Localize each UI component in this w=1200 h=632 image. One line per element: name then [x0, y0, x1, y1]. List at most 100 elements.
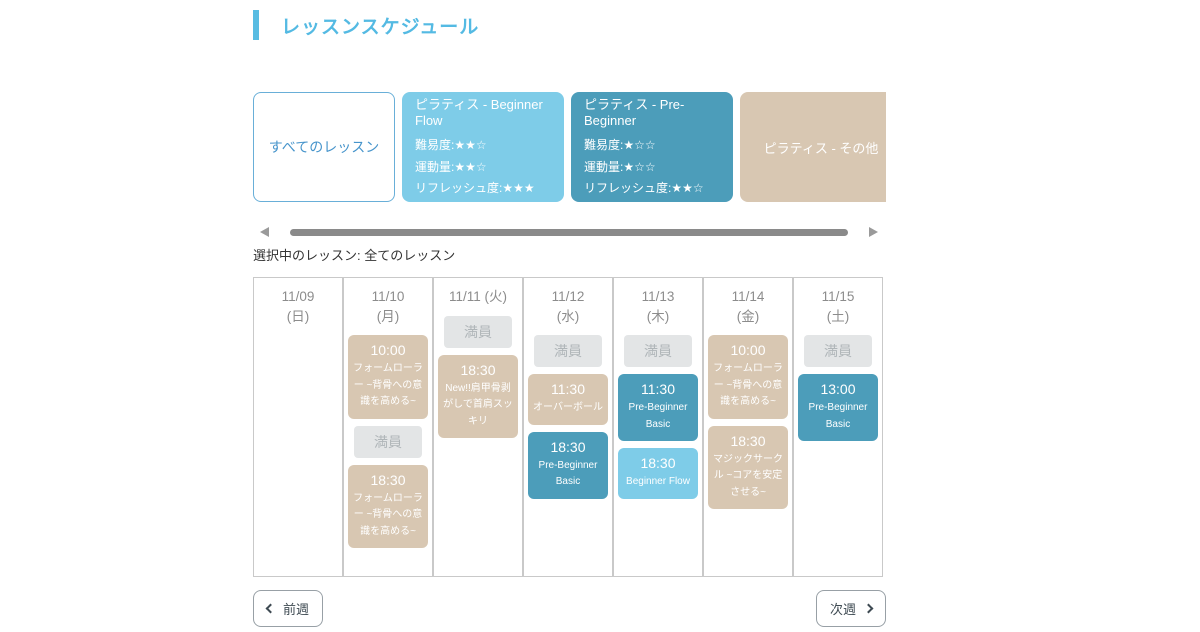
- full-badge: 満員: [444, 315, 512, 348]
- scroll-left-arrow-icon[interactable]: [260, 227, 269, 237]
- day-events: 10:00 フォームローラー ~背骨への意識を高める~ 18:30 マジックサー…: [704, 335, 792, 510]
- lesson-time: 18:30: [370, 471, 406, 488]
- day-header: 11/13 (木): [642, 287, 675, 326]
- day-header: 11/12 (水): [552, 287, 585, 326]
- day-header: 11/11 (火): [449, 287, 507, 307]
- lesson-title: フォームローラー ~背骨への意識を高める~: [353, 492, 423, 537]
- day-of-week: (月): [376, 308, 400, 324]
- day-events: 満員 11:30 オーバーボール 18:30 Pre-Beginner Basi…: [524, 335, 612, 499]
- day-column-fri: 11/14 (金) 10:00 フォームローラー ~背骨への意識を高める~ 18…: [703, 277, 793, 577]
- day-column-wed: 11/12 (水) 満員 11:30 オーバーボール 18:30 Pre-Beg…: [523, 277, 613, 577]
- day-column-thu: 11/13 (木) 満員 11:30 Pre-Beginner Basic 18…: [613, 277, 703, 577]
- lesson-card[interactable]: 10:00 フォームローラー ~背骨への意識を高める~: [348, 335, 428, 419]
- scroll-right-arrow-icon[interactable]: [869, 227, 878, 237]
- refresh-rating: リフレッシュ度:★★★: [415, 181, 535, 196]
- lesson-time: 18:30: [730, 432, 766, 449]
- week-nav-row: 前週 次週: [253, 590, 886, 627]
- day-events: 満員 18:30 New!!肩甲骨剥がしで首肩スッキリ: [434, 315, 522, 439]
- lesson-filter-carousel: すべてのレッスン ピラティス - Beginner Flow 難易度:★★☆ 運…: [253, 92, 886, 202]
- filter-card-title: ピラティス - Pre-Beginner: [584, 97, 685, 129]
- lesson-card[interactable]: 18:30 マジックサークル ~コアを安定させる~: [708, 425, 788, 510]
- filter-all-lessons[interactable]: すべてのレッスン: [253, 92, 395, 202]
- lesson-time: 18:30: [460, 361, 496, 378]
- intensity-rating: 運動量:★☆☆: [584, 159, 656, 174]
- day-column-tue: 11/11 (火) 満員 18:30 New!!肩甲骨剥がしで首肩スッキリ: [433, 277, 523, 577]
- day-date: 11/10: [371, 289, 405, 304]
- lesson-title: Pre-Beginner Basic: [628, 402, 688, 430]
- full-badge: 満員: [354, 425, 422, 458]
- lesson-card[interactable]: 10:00 フォームローラー ~背骨への意識を高める~: [708, 335, 788, 419]
- day-of-week: (水): [556, 308, 580, 324]
- lesson-title: Beginner Flow: [626, 476, 690, 488]
- day-events: 10:00 フォームローラー ~背骨への意識を高める~ 満員 18:30 フォー…: [344, 335, 432, 549]
- day-date: 11/13: [641, 289, 675, 304]
- lesson-title: Pre-Beginner Basic: [808, 402, 868, 430]
- difficulty-rating: 難易度:★☆☆: [584, 138, 656, 153]
- next-week-button[interactable]: 次週: [815, 590, 886, 627]
- prev-week-button[interactable]: 前週: [253, 590, 324, 627]
- day-column-mon: 11/10 (月) 10:00 フォームローラー ~背骨への意識を高める~ 満員…: [343, 277, 433, 577]
- page-title: レッスンスケジュール: [281, 16, 480, 38]
- title-accent-bar: [253, 10, 259, 40]
- lesson-title: オーバーボール: [533, 402, 603, 414]
- next-week-label: 次週: [829, 602, 856, 617]
- lesson-time: 13:00: [820, 381, 856, 398]
- lesson-title: フォームローラー ~背骨への意識を高める~: [713, 363, 783, 408]
- day-of-week: (日): [286, 308, 310, 324]
- day-events: 満員 13:00 Pre-Beginner Basic: [794, 335, 882, 442]
- lesson-time: 11:30: [551, 381, 585, 398]
- day-events: 満員 11:30 Pre-Beginner Basic 18:30 Beginn…: [614, 335, 702, 499]
- day-column-sat: 11/15 (土) 満員 13:00 Pre-Beginner Basic: [793, 277, 883, 577]
- lesson-title: Pre-Beginner Basic: [538, 459, 598, 488]
- day-of-week: (木): [646, 308, 670, 324]
- day-date: 11/15: [821, 289, 855, 304]
- full-badge: 満員: [804, 335, 872, 368]
- filter-all-lessons-label: すべてのレッスン: [268, 139, 380, 155]
- lesson-card[interactable]: 18:30 フォームローラー ~背骨への意識を高める~: [348, 464, 428, 549]
- day-header: 11/10 (月): [372, 287, 405, 326]
- lesson-title: マジックサークル ~コアを安定させる~: [713, 453, 783, 498]
- lesson-time: 11:30: [641, 381, 675, 398]
- lesson-card[interactable]: 18:30 Beginner Flow: [618, 448, 698, 499]
- filter-other-pilates[interactable]: ピラティス - その他: [740, 92, 886, 202]
- chevron-right-icon: [863, 603, 874, 614]
- day-column-sun: 11/09 (日): [253, 277, 343, 577]
- weekly-schedule-grid: 11/09 (日) 11/10 (月) 10:00 フォームローラー ~背骨への…: [253, 277, 886, 577]
- lesson-card[interactable]: 13:00 Pre-Beginner Basic: [798, 374, 878, 442]
- day-date: 11/14: [731, 289, 765, 304]
- lesson-time: 18:30: [550, 438, 586, 455]
- lesson-card[interactable]: 11:30 オーバーボール: [528, 374, 608, 425]
- lesson-title: フォームローラー ~背骨への意識を高める~: [353, 363, 423, 408]
- filter-card-title: ピラティス - その他: [763, 140, 879, 156]
- intensity-rating: 運動量:★★☆: [415, 159, 487, 174]
- lesson-title: New!!肩甲骨剥がしで首肩スッキリ: [443, 382, 513, 427]
- lesson-time: 10:00: [370, 342, 406, 359]
- lesson-time: 18:30: [640, 455, 676, 472]
- difficulty-rating: 難易度:★★☆: [415, 138, 487, 153]
- day-header: 11/14 (金): [732, 287, 765, 326]
- lesson-schedule-section: レッスンスケジュール すべてのレッスン ピラティス - Beginner Flo…: [253, 10, 886, 627]
- filter-beginner-flow[interactable]: ピラティス - Beginner Flow 難易度:★★☆ 運動量:★★☆ リフ…: [402, 92, 564, 202]
- lesson-card[interactable]: 18:30 Pre-Beginner Basic: [528, 431, 608, 499]
- carousel-scrollbar: [253, 226, 886, 238]
- scrollbar-thumb[interactable]: [290, 228, 848, 236]
- lesson-card[interactable]: 11:30 Pre-Beginner Basic: [618, 374, 698, 442]
- filter-pre-beginner[interactable]: ピラティス - Pre-Beginner 難易度:★☆☆ 運動量:★☆☆ リフレ…: [571, 92, 733, 202]
- refresh-rating: リフレッシュ度:★★☆: [584, 181, 704, 196]
- page-title-row: レッスンスケジュール: [253, 10, 886, 40]
- day-date: 11/11: [448, 289, 481, 304]
- full-badge: 満員: [624, 335, 692, 368]
- lesson-time: 10:00: [730, 342, 766, 359]
- day-date: 11/12: [551, 289, 585, 304]
- selected-lesson-label: 選択中のレッスン: 全てのレッスン: [253, 248, 456, 263]
- day-header: 11/09 (日): [282, 287, 315, 326]
- day-date: 11/09: [281, 289, 315, 304]
- scrollbar-track[interactable]: [290, 228, 848, 236]
- full-badge: 満員: [534, 335, 602, 368]
- day-of-week: (土): [826, 308, 850, 324]
- lesson-card[interactable]: 18:30 New!!肩甲骨剥がしで首肩スッキリ: [438, 354, 518, 439]
- day-of-week: (金): [736, 308, 760, 324]
- day-header: 11/15 (土): [822, 287, 855, 326]
- day-of-week: (火): [484, 289, 508, 304]
- prev-week-label: 前週: [283, 602, 310, 617]
